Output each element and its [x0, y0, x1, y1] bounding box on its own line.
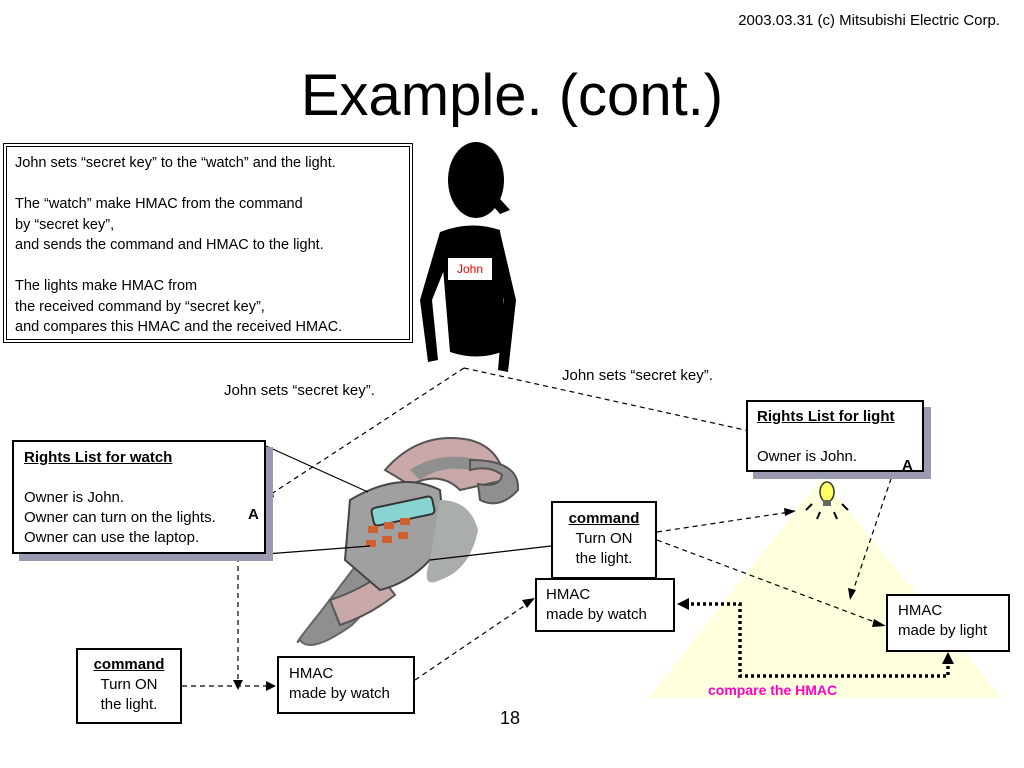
description-line: John sets “secret key” to the “watch” an…	[15, 155, 336, 171]
command-box-left: command Turn ON the light.	[76, 648, 182, 724]
rights-list-line	[757, 427, 913, 447]
hmac-box-watch-bottom: HMAC made by watch	[277, 656, 415, 714]
slide-title: Example. (cont.)	[300, 63, 724, 128]
light-bulb	[805, 481, 849, 520]
watch-illustration	[296, 437, 520, 646]
description-box: John sets “secret key” to the “watch” an…	[3, 143, 413, 343]
description-line: and sends the command and HMAC to the li…	[15, 237, 324, 253]
sets-key-label-left: John sets “secret key”.	[224, 382, 375, 399]
solid-lines	[265, 445, 552, 561]
john-name-tag: John	[448, 258, 492, 280]
description-line: The lights make HMAC from	[15, 278, 198, 294]
sets-key-label-right: John sets “secret key”.	[562, 367, 713, 384]
hmac-box-light: HMAC made by light	[886, 594, 1010, 652]
rights-list-line: Owner can use the laptop.	[24, 529, 200, 546]
description-line: and compares this HMAC and the received …	[15, 319, 343, 335]
dashed-arrows	[182, 367, 895, 687]
command-title: command	[93, 656, 165, 673]
hmac-line: made by watch	[546, 606, 647, 623]
command-line: Turn ON	[575, 530, 633, 547]
description-line: by “secret key”,	[15, 216, 115, 233]
copyright-text: 2003.03.31 (c) Mitsubishi Electric Corp.	[738, 12, 1000, 29]
command-line: Turn ON	[100, 676, 158, 693]
hmac-line: made by light	[898, 622, 988, 639]
rights-list-line: Owner is John.	[757, 448, 858, 465]
key-label: A	[902, 457, 913, 474]
hmac-line: HMAC	[546, 586, 591, 603]
command-title: command	[568, 510, 640, 527]
description-line: The “watch” make HMAC from the command	[15, 196, 303, 212]
page-number: 18	[500, 708, 521, 728]
command-line: the light.	[100, 696, 158, 713]
hmac-line: HMAC	[898, 602, 943, 619]
rights-list-line: Owner is John.	[24, 489, 125, 506]
description-line: the received command by “secret key”,	[15, 298, 265, 315]
rights-list-watch: Rights List for watch Owner is John. Own…	[12, 440, 266, 554]
light-beam	[648, 478, 1002, 698]
compare-loop	[677, 598, 954, 678]
rights-list-line: Owner can turn on the lights.	[24, 509, 216, 526]
key-label: A	[248, 506, 259, 523]
command-line: the light.	[575, 550, 633, 567]
rights-list-line	[24, 468, 254, 488]
hmac-box-watch-mid: HMAC made by watch	[535, 578, 675, 632]
john-figure	[420, 142, 516, 372]
rights-list-light: Rights List for light Owner is John.	[746, 400, 924, 472]
command-box-top: command Turn ON the light.	[551, 501, 657, 579]
rights-list-title: Rights List for watch	[24, 449, 173, 466]
hmac-line: HMAC	[289, 665, 334, 682]
compare-hmac-label: compare the HMAC	[708, 682, 838, 698]
description-line	[15, 174, 401, 195]
hmac-line: made by watch	[289, 685, 390, 702]
rights-list-title: Rights List for light	[757, 408, 895, 425]
description-line	[15, 256, 401, 277]
